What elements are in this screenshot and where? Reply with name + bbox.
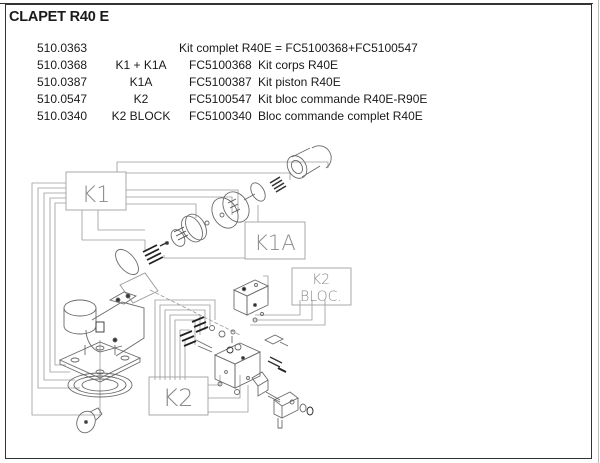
- piston-body: [211, 197, 239, 229]
- table-row: 510.0387 K1A FC5100387 Kit piston R40E: [0, 74, 600, 90]
- k2-box: [148, 376, 209, 416]
- table-row: 510.0363 Kit complet R40E = FC5100368+FC…: [0, 40, 600, 56]
- row-kit: K1A: [129, 75, 153, 89]
- k2-bloc-label-line2: BLOC.: [300, 289, 342, 305]
- fitting-1: [191, 316, 209, 333]
- small-oring: [204, 220, 210, 226]
- row-ref: 510.0363: [37, 41, 88, 55]
- label-boxes: [65, 171, 352, 416]
- spring-icon: [269, 176, 287, 193]
- frame-top-border: [0, 0, 593, 4]
- elbow-fitting: [263, 334, 285, 345]
- row-code: FC5100340: [189, 109, 252, 123]
- seal-outer: [67, 372, 133, 398]
- guide-bushing: [170, 229, 186, 247]
- cylinder-cap: [286, 155, 308, 179]
- stem-spring-icon: [142, 242, 167, 265]
- k2-bloc-label-line1: K2: [312, 272, 330, 288]
- row-code: FC5100368: [189, 58, 252, 72]
- large-oring: [185, 213, 207, 241]
- document-title: CLAPET R40 E: [9, 9, 109, 25]
- row-ref: 510.0387: [37, 75, 88, 89]
- table-row: 510.0547 K2 FC5100547 Kit bloc commande …: [0, 91, 600, 107]
- row-description: Kit complet R40E = FC5100368+FC5100547: [179, 41, 418, 55]
- leader-lines: [31, 161, 329, 416]
- valve-inlet: [63, 299, 97, 317]
- piston-disc: [250, 182, 266, 202]
- page-edge: [598, 0, 599, 463]
- k1a-box: [244, 221, 306, 260]
- row-kit: K2: [133, 92, 149, 106]
- k2-bloc-box: [291, 267, 352, 306]
- membrane-disc: [115, 248, 139, 276]
- k1-label: K1: [82, 183, 110, 208]
- bottom-disc: [76, 410, 96, 434]
- seat-plane: [119, 272, 159, 304]
- piston-assembly: [115, 145, 332, 304]
- retaining-ring: [311, 145, 332, 169]
- k1a-label: K1A: [254, 231, 296, 255]
- row-code: FC5100547: [189, 92, 252, 106]
- row-description: Kit bloc commande R40E-R90E: [258, 92, 428, 106]
- table-row: 510.0368 K1 + K1A FC5100368 Kit corps R4…: [0, 57, 600, 73]
- k1-box: [65, 171, 127, 211]
- row-description: Kit piston R40E: [258, 75, 341, 89]
- table-row: 510.0340 K2 BLOCK FC5100340 Bloc command…: [0, 108, 600, 124]
- row-description: Bloc commande complet R40E: [258, 109, 423, 123]
- row-description: Kit corps R40E: [258, 58, 339, 72]
- k2-label: K2: [162, 384, 193, 412]
- valve-body: [58, 291, 145, 434]
- control-block: [179, 279, 314, 429]
- lower-block-top: [213, 342, 262, 365]
- row-ref: 510.0340: [37, 109, 88, 123]
- row-code: FC5100387: [189, 75, 252, 89]
- row-ref: 510.0368: [37, 58, 88, 72]
- row-kit: K2 BLOCK: [111, 109, 171, 123]
- row-kit: K1 + K1A: [115, 58, 167, 72]
- document-frame: [5, 4, 592, 459]
- row-ref: 510.0547: [37, 92, 88, 106]
- fitting-2: [179, 330, 197, 347]
